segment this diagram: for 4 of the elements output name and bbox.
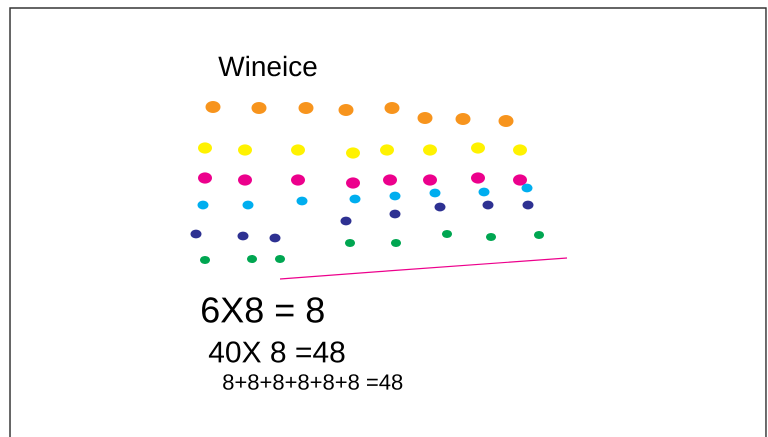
handwritten-equation: 8+8+8+8+8+8 =48 [223, 374, 402, 390]
handwritten-equation: 40X 8 =48 [208, 341, 344, 363]
handwritten-equation: 6X8 = 8 [202, 297, 324, 323]
title: Wineice [218, 56, 317, 76]
